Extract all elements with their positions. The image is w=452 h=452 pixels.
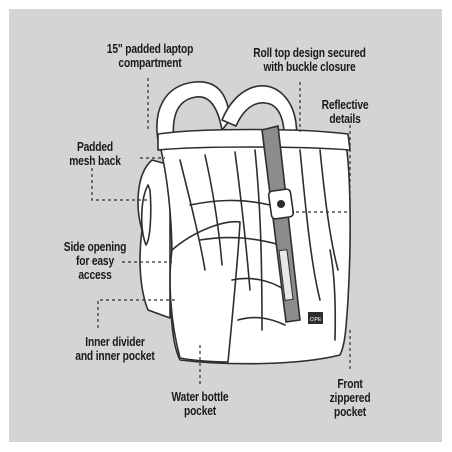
label-front-pocket: Front zippered pocket [329, 377, 371, 419]
label-laptop-compartment: 15" padded laptop compartment [106, 42, 194, 70]
brand-tag-text: CIPE [310, 317, 322, 323]
buckle-strap [261, 125, 301, 323]
back-padding [137, 159, 171, 319]
label-mesh-back: Padded mesh back [69, 140, 121, 168]
label-roll-top: Roll top design secured with buckle clos… [253, 46, 366, 74]
label-inner-divider: Inner divider and inner pocket [75, 335, 155, 363]
leader-mesh [91, 168, 148, 201]
label-side-opening: Side opening for easy access [63, 240, 127, 282]
leader-divider [97, 299, 175, 328]
label-reflective: Reflective details [321, 98, 369, 126]
bottle-pocket [169, 220, 241, 363]
roll-top [157, 128, 351, 151]
brand-tag [308, 312, 323, 324]
reflective-strip [278, 249, 294, 301]
label-bottle-pocket: Water bottle pocket [171, 390, 229, 418]
leader-reflective [292, 125, 351, 213]
